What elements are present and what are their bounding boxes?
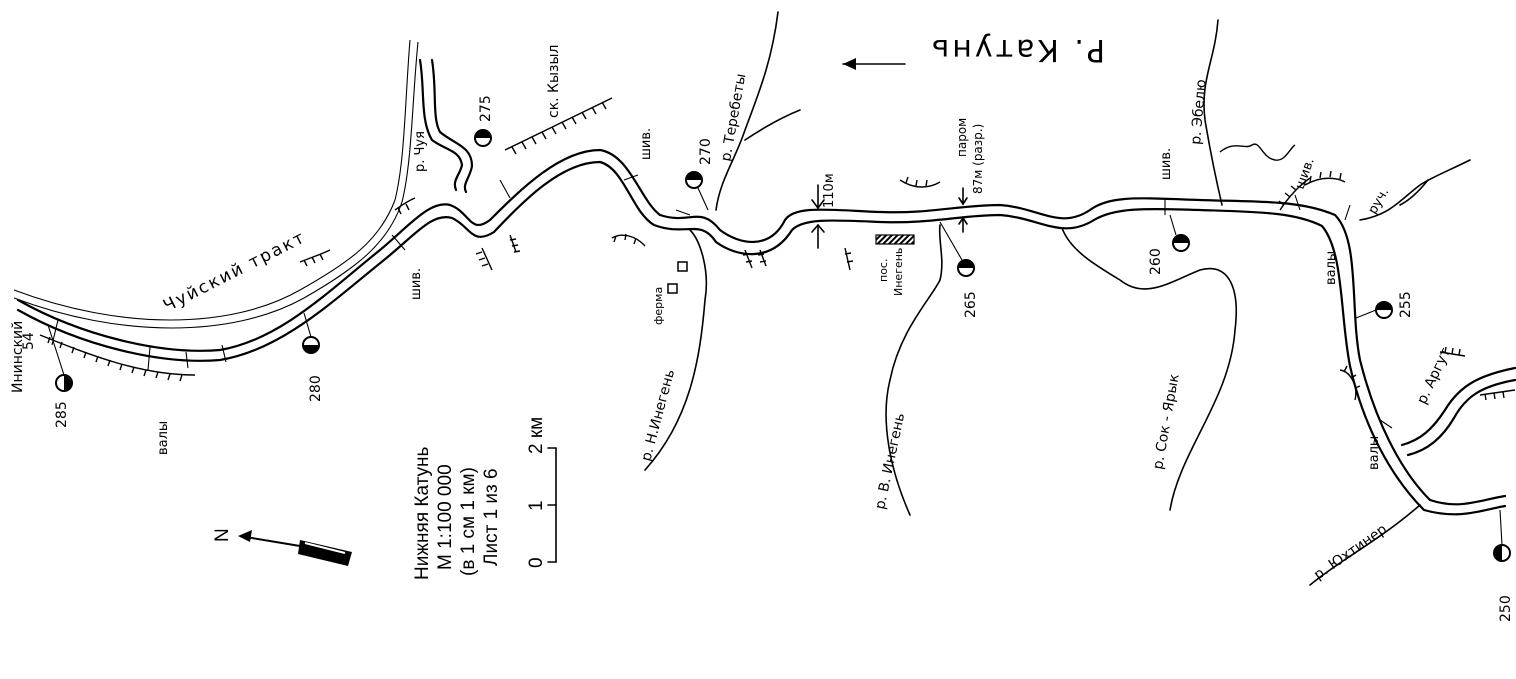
label-terebety: р. Теребеты	[718, 72, 749, 162]
legend-scale-note: (в 1 см 1 км)	[458, 467, 479, 576]
label-elev-275: 275	[478, 95, 494, 122]
tributary-terebety-branch	[744, 109, 801, 141]
rapids-markers	[51, 174, 1393, 429]
label-valy-1: валы	[156, 421, 171, 455]
elevation-255-marker	[1355, 301, 1393, 319]
elevation-275-marker	[474, 129, 492, 147]
elevation-260-marker	[1169, 214, 1190, 252]
label-pos: пос.	[877, 259, 890, 282]
label-n-inegen: р. Н.Инегень	[638, 368, 678, 463]
elevation-270-marker	[685, 171, 709, 211]
road-chuysky-trakt	[13, 39, 419, 329]
label-chuya: р. Чуя	[413, 131, 428, 172]
label-ferma: ферма	[652, 287, 665, 325]
tributary-elelyu	[1203, 19, 1223, 206]
label-elev-280: 280	[308, 375, 324, 402]
label-elev-285: 285	[54, 401, 70, 428]
label-pos-inegen: Инегень	[892, 248, 905, 296]
elevation-280-marker	[302, 312, 320, 354]
legend: Нижняя Катунь М 1:100 000 (в 1 см 1 км) …	[212, 417, 557, 580]
legend-sheet: Лист 1 из 6	[481, 468, 502, 566]
tributary-terebety	[715, 11, 779, 211]
north-arrow-icon	[238, 530, 352, 566]
label-sk-kyzyl: ск. Кызыл	[546, 45, 562, 119]
label-chuysky-trakt: Чуйский тракт	[160, 227, 309, 316]
tributary-sok-yaryk	[1061, 227, 1238, 511]
river-title: Р. Катунь	[929, 32, 1105, 67]
label-shiv-1: шив.	[409, 268, 424, 300]
label-sok-yaryk: р. Сок - Ярык	[1150, 373, 1183, 471]
label-elev-255: 255	[1398, 291, 1414, 318]
label-elev-260: 260	[1148, 248, 1164, 275]
elevation-285-marker	[47, 324, 73, 392]
tributary-yuhtiner	[1309, 504, 1421, 586]
label-km-54: 54	[21, 332, 37, 350]
north-label: N	[212, 528, 233, 542]
label-elev-270: 270	[698, 138, 714, 165]
tributary-v-inegen	[885, 224, 943, 516]
river-katun	[16, 148, 1507, 516]
tributary-chuya	[418, 58, 474, 194]
label-elev-265: 265	[963, 291, 979, 318]
scale-tick-2: 2 км	[526, 417, 547, 454]
elevation-265-marker	[939, 221, 975, 277]
label-valy-3: валы	[1367, 436, 1382, 470]
arrow-head-icon	[843, 58, 856, 70]
label-ferry-width: 87м (разр.)	[971, 124, 985, 194]
ferry-marker	[958, 187, 968, 233]
elevation-250-marker	[1493, 509, 1511, 562]
legend-scale: М 1:100 000	[435, 464, 456, 570]
label-shiv-2: шив.	[639, 128, 654, 160]
tributary-n-inegen	[644, 229, 708, 471]
tributary-argut	[1400, 366, 1516, 457]
scale-tick-0: 0	[526, 557, 547, 568]
settlement-inegen-symbol	[875, 234, 915, 245]
label-yuhtiner: р. Юхтинер	[1311, 521, 1390, 583]
label-elelyu: р. Эбелю	[1188, 78, 1210, 145]
ferma-symbols	[667, 261, 688, 294]
legend-title: Нижняя Катунь	[412, 446, 433, 580]
label-shiv-3: шив.	[1159, 148, 1174, 180]
bank-hatching	[39, 143, 1516, 401]
elevation-markers	[47, 129, 1511, 562]
label-ininsky: Ининский	[10, 321, 26, 393]
scale-tick-1: 1	[526, 500, 547, 511]
label-shiv-4: шив.	[1293, 156, 1318, 191]
tributary-ruch	[1359, 159, 1471, 221]
label-ruch: руч.	[1365, 185, 1392, 217]
scale-bar: 0 1 2 км	[526, 417, 557, 568]
cliff-kyzyl	[504, 97, 613, 155]
width-marker	[811, 184, 825, 249]
tributary-ruch-branch	[1399, 179, 1429, 206]
label-ferry: паром	[955, 118, 969, 157]
label-elev-250: 250	[1498, 595, 1514, 622]
river-title-group: Р. Катунь	[842, 32, 1105, 70]
label-argut: р. Аргут	[1414, 346, 1454, 407]
label-width: 110м	[822, 173, 837, 208]
label-valy-2: валы	[1324, 251, 1339, 285]
